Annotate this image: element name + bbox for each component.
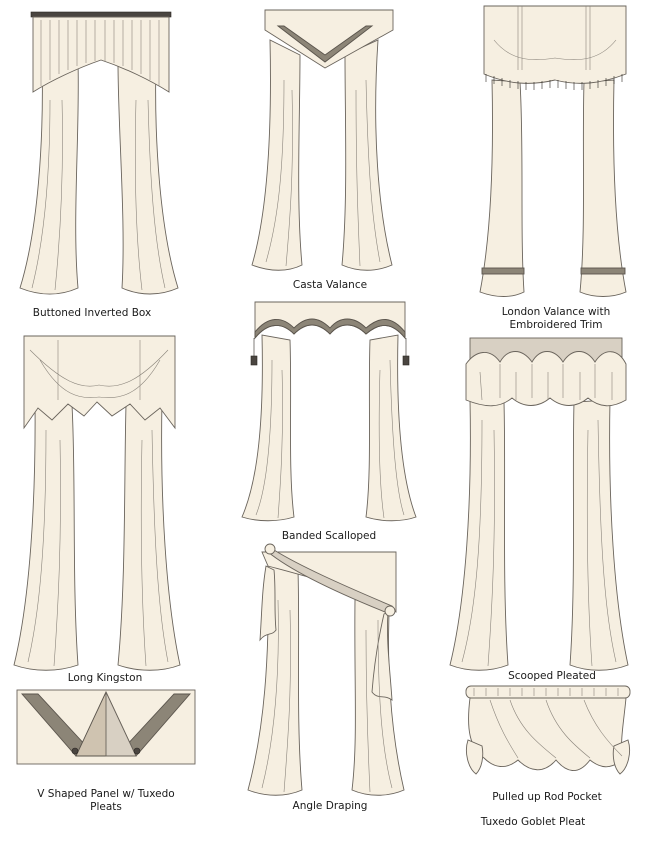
tail-right xyxy=(612,739,631,775)
left-panel xyxy=(247,559,303,796)
panel-folds xyxy=(261,599,393,793)
left-panel xyxy=(19,59,79,295)
right-panel xyxy=(569,399,629,671)
banded-trim xyxy=(254,318,406,340)
left-panel xyxy=(251,39,303,271)
caption-angle-draping: Angle Draping xyxy=(293,800,368,812)
right-panel xyxy=(117,59,179,295)
embroidered-trim-right xyxy=(580,267,626,275)
left-panel xyxy=(479,79,525,297)
valance xyxy=(32,16,170,93)
swag-folds xyxy=(29,340,169,400)
rod-pocket-header xyxy=(465,685,631,699)
drapery-casta-valance xyxy=(251,9,394,271)
tassel-left xyxy=(250,355,258,366)
drapery-v-shaped-panel xyxy=(16,689,196,765)
valance xyxy=(23,335,176,430)
valance-pleats xyxy=(40,20,160,86)
rosette-left xyxy=(264,543,276,555)
panel-folds xyxy=(255,359,405,519)
right-panel xyxy=(579,79,627,297)
valance xyxy=(264,9,394,69)
balloon-body xyxy=(468,697,627,771)
tassel-fringe xyxy=(485,74,623,90)
center-pleat-shadow xyxy=(105,691,137,757)
left-panel xyxy=(13,399,79,671)
valance-ruching xyxy=(493,6,617,70)
tail-left xyxy=(465,739,484,775)
panel-folds xyxy=(265,79,381,267)
rod-pocket-gathers xyxy=(473,688,619,696)
valance xyxy=(483,5,627,84)
tassel-right xyxy=(402,355,410,366)
drapery-scooped-pleated xyxy=(449,337,629,671)
valance-scoops xyxy=(465,351,627,407)
caption-pulled-up-rod-pocket: Pulled up Rod Pocket xyxy=(492,791,601,803)
left-panel xyxy=(241,334,295,522)
drapery-buttoned-inverted-box xyxy=(19,11,179,295)
right-panel xyxy=(365,334,417,522)
jabot-left xyxy=(259,565,277,642)
caption-v-shaped-line2: Pleats xyxy=(90,801,122,813)
button-left xyxy=(71,747,79,755)
caption-buttoned-inverted-box: Buttoned Inverted Box xyxy=(33,307,151,319)
panel-folds xyxy=(27,429,169,667)
valance-trim xyxy=(276,25,374,63)
caption-london-valance-line2: Embroidered Trim xyxy=(510,319,603,331)
drapery-angle-draping xyxy=(247,543,405,796)
caption-banded-scalloped: Banded Scalloped xyxy=(282,530,376,542)
embroidered-trim-left xyxy=(481,267,525,275)
drapery-long-kingston xyxy=(13,335,181,671)
right-panel xyxy=(117,399,181,671)
caption-london-valance-line1: London Valance with xyxy=(502,306,610,318)
pleat-folds xyxy=(479,364,613,401)
drapery-pulled-up-rod-pocket xyxy=(465,685,631,775)
curtain-rod xyxy=(30,11,172,18)
button-right xyxy=(133,747,141,755)
caption-tuxedo-goblet-pleat: Tuxedo Goblet Pleat xyxy=(480,816,586,828)
panel-folds xyxy=(31,99,166,291)
jabot-right xyxy=(371,611,393,701)
rosette-right xyxy=(384,605,396,617)
panel-folds xyxy=(461,419,617,667)
drapery-banded-scalloped xyxy=(241,301,417,522)
balloon-folds xyxy=(489,699,623,759)
drapery-london-valance xyxy=(479,5,627,297)
caption-casta-valance: Casta Valance xyxy=(293,279,367,291)
caption-long-kingston: Long Kingston xyxy=(68,672,143,684)
caption-v-shaped-line1: V Shaped Panel w/ Tuxedo xyxy=(37,788,174,800)
caption-scooped-pleated: Scooped Pleated xyxy=(508,670,596,682)
right-panel xyxy=(341,39,393,271)
left-panel xyxy=(449,399,509,671)
